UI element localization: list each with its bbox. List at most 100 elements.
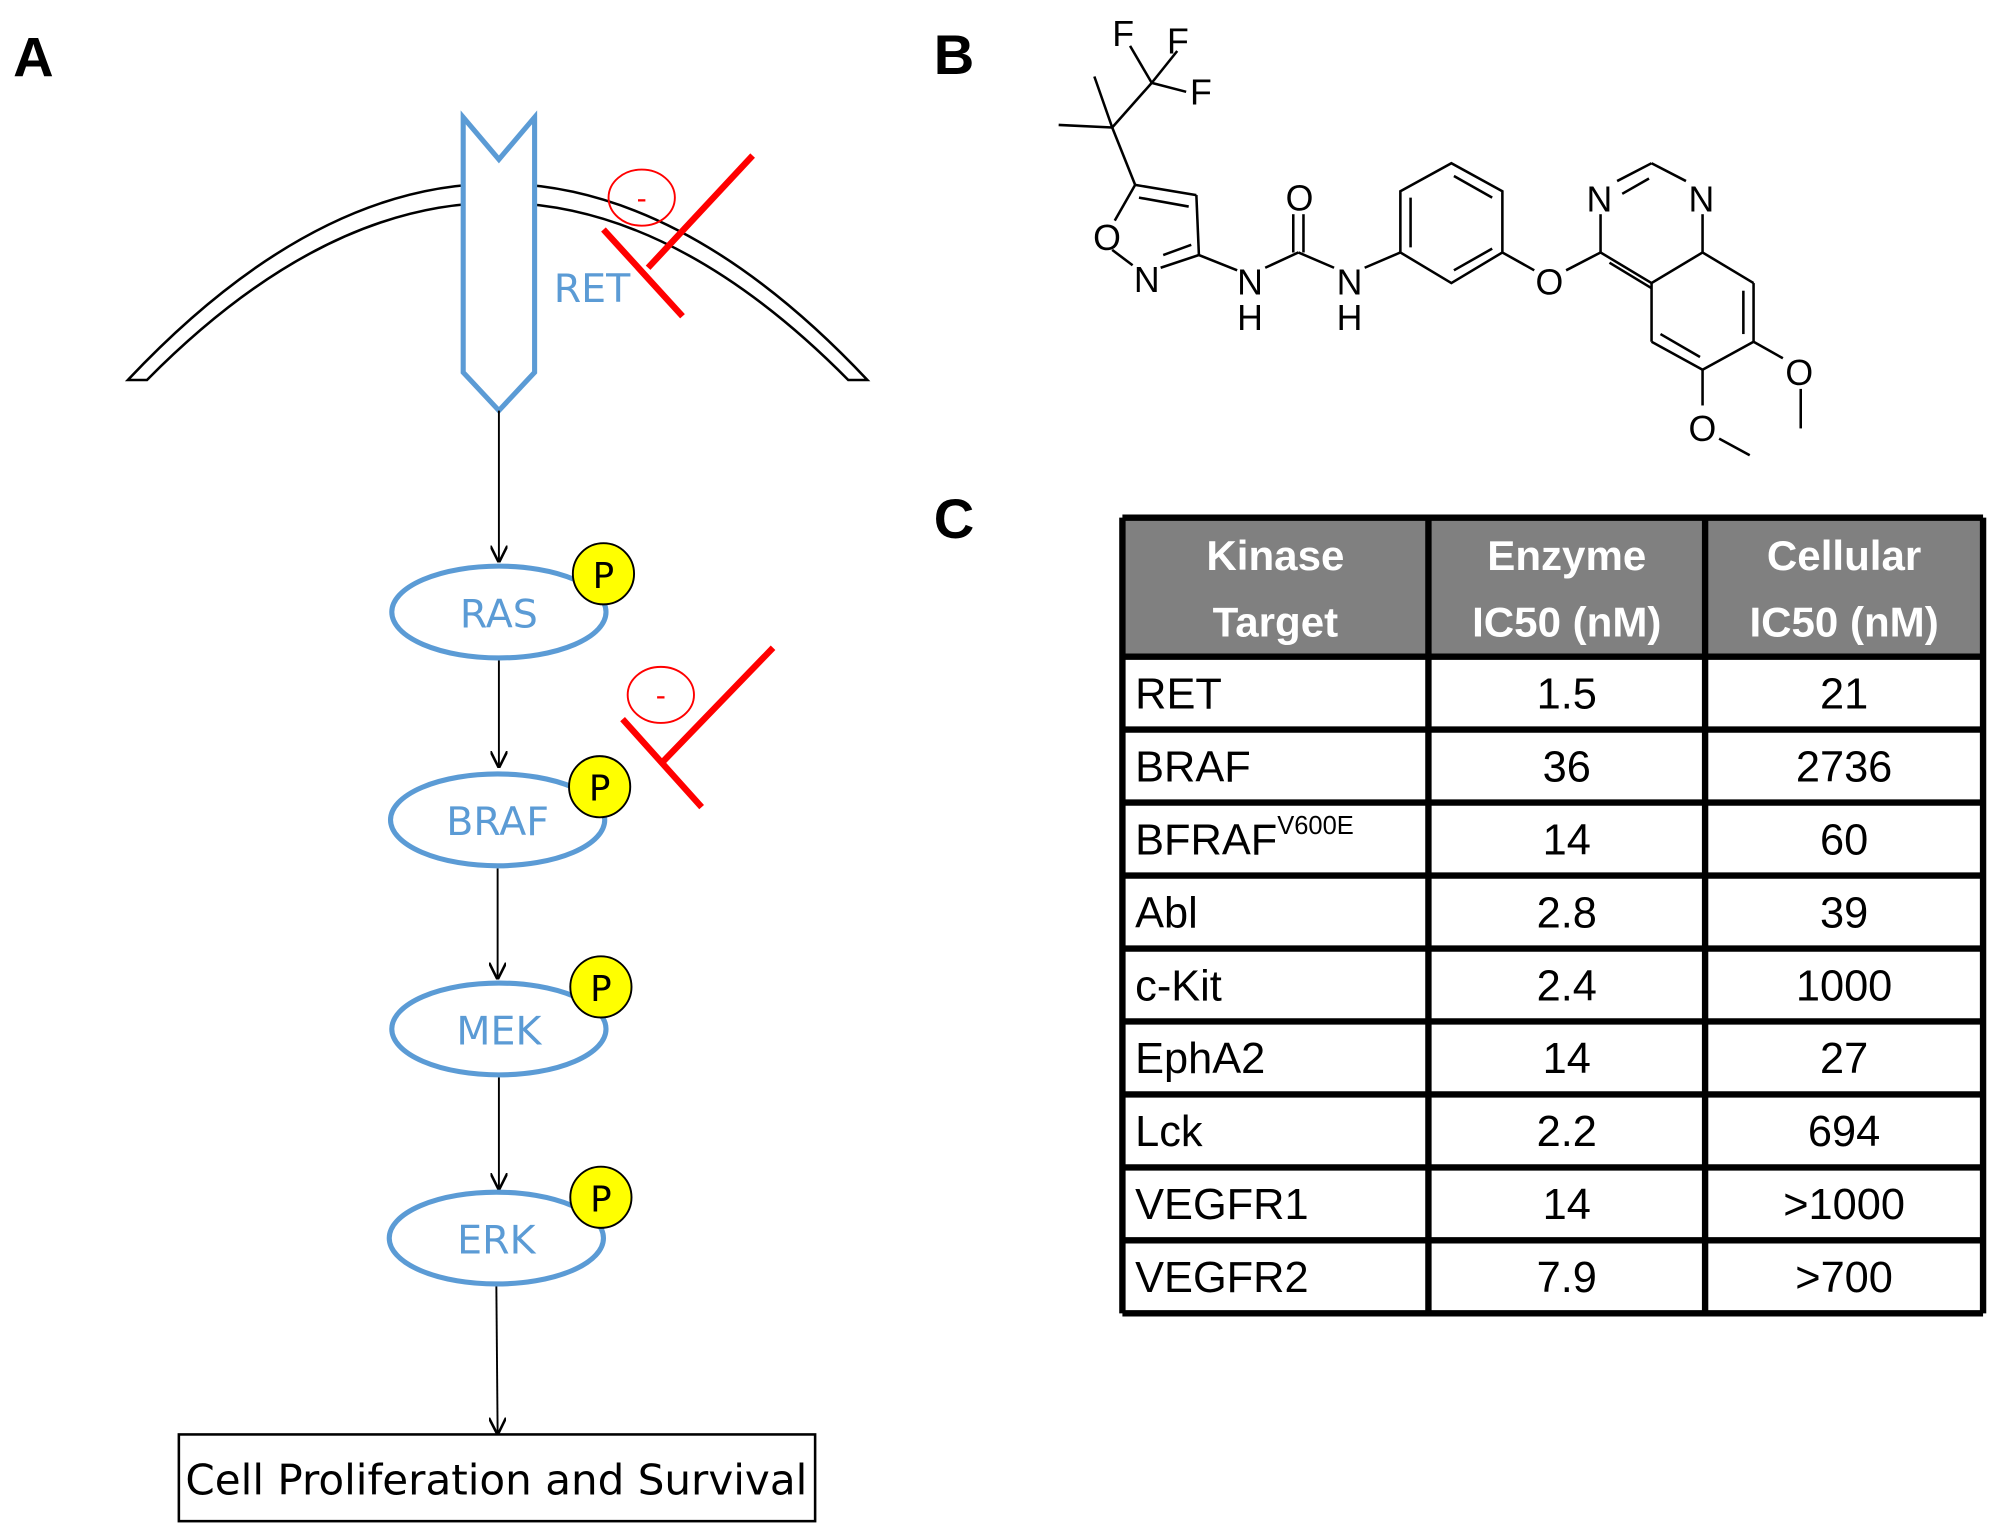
table-row: Lck 2.2 694: [1135, 1108, 1880, 1156]
ret-receptor: [460, 110, 538, 415]
atom-label: O: [1785, 353, 1813, 393]
target-superscript: V600E: [1277, 812, 1354, 840]
target-name: VEGFR2: [1135, 1254, 1308, 1302]
node-mek: MEK P: [389, 955, 633, 1078]
cell-target: Abl: [1135, 889, 1198, 937]
node-label: RAS: [460, 591, 538, 637]
cell-cellular: 21: [1820, 670, 1868, 718]
phospho-label: P: [590, 1179, 612, 1220]
phospho-icon: [568, 755, 632, 819]
table-row: EphA2 14 27: [1135, 1035, 1868, 1083]
target-name: VEGFR1: [1135, 1181, 1308, 1229]
cell-target: c-Kit: [1135, 962, 1222, 1010]
cell-target: RET: [1135, 670, 1222, 718]
node-ras: RAS P: [389, 542, 636, 661]
atom-label: N: [1237, 263, 1263, 303]
cell-cellular: >700: [1795, 1254, 1893, 1302]
cell-cellular: >1000: [1783, 1181, 1905, 1229]
receptor-label: RET: [554, 266, 631, 312]
atom-label: H: [1337, 298, 1363, 338]
atom-label: N: [1689, 180, 1715, 220]
cell-cellular: 694: [1808, 1108, 1880, 1156]
atom-label: F: [1190, 73, 1212, 113]
outcome-box: [177, 1433, 817, 1523]
cell-target: BFRAFV600E: [1135, 812, 1354, 864]
cell-cellular: 60: [1820, 816, 1868, 864]
arrows: [496, 410, 499, 1434]
atom-label: O: [1286, 178, 1314, 218]
cell-enzyme: 14: [1543, 816, 1591, 864]
phospho-label: P: [589, 769, 611, 810]
cell-cellular: 2736: [1796, 743, 1892, 791]
pathway-diagram: RET - - RAS P BRAF: [124, 110, 871, 1523]
table-row: VEGFR1 14 >1000: [1135, 1181, 1905, 1229]
cell-target: BRAF: [1135, 743, 1251, 791]
target-name: c-Kit: [1135, 962, 1222, 1010]
outcome-label: Cell Proliferation and Survival: [185, 1455, 807, 1504]
atom-label: O: [1536, 263, 1564, 303]
node-label: MEK: [456, 1008, 542, 1054]
phospho-label: P: [593, 556, 615, 597]
cell-cellular: 1000: [1796, 962, 1892, 1010]
cell-cellular: 27: [1820, 1035, 1868, 1083]
table-row: BRAF 36 2736: [1135, 743, 1892, 791]
atom-label: N: [1134, 260, 1160, 300]
cell-enzyme: 1.5: [1537, 670, 1597, 718]
table-header-bg: [1122, 517, 1984, 657]
cell-enzyme: 2.4: [1537, 962, 1597, 1010]
inhibitor-ret: -: [601, 153, 755, 319]
atom-label: F: [1167, 22, 1189, 62]
node-label: ERK: [457, 1217, 536, 1263]
column-header: Kinase: [1206, 532, 1344, 579]
column-header: Enzyme: [1487, 532, 1646, 579]
target-name: Lck: [1135, 1108, 1203, 1156]
column-header: IC50 (nM): [1472, 598, 1661, 645]
target-name: Abl: [1135, 889, 1198, 937]
chemical-structure: [1058, 45, 1803, 457]
atom-label: O: [1093, 218, 1121, 258]
cell-enzyme: 36: [1543, 743, 1591, 791]
cell-target: VEGFR1: [1135, 1181, 1308, 1229]
cell-cellular: 39: [1820, 889, 1868, 937]
column-header: Target: [1213, 598, 1338, 645]
cell-target: Lck: [1135, 1108, 1203, 1156]
phospho-icon: [569, 955, 633, 1019]
column-header: IC50 (nM): [1749, 598, 1938, 645]
atom-labels: F F F O N N H O N H O N N O O: [1093, 14, 1813, 449]
atom-label: N: [1587, 180, 1613, 220]
target-name: BRAF: [1135, 743, 1251, 791]
target-name: RET: [1135, 670, 1222, 718]
cell-enzyme: 14: [1543, 1181, 1591, 1229]
table-row: c-Kit 2.4 1000: [1135, 962, 1892, 1010]
node-braf: BRAF P: [387, 755, 632, 869]
phospho-label: P: [590, 969, 612, 1010]
phospho-icon: [569, 1165, 633, 1229]
phospho-icon: [571, 542, 636, 606]
table-grid: [1119, 514, 1987, 1317]
target-name: EphA2: [1135, 1035, 1265, 1083]
inhibit-sign: -: [637, 182, 647, 215]
panel-label-a: A: [13, 26, 54, 89]
column-header: Cellular: [1767, 532, 1921, 579]
node-label: BRAF: [446, 799, 549, 845]
table-row: RET 1.5 21: [1135, 670, 1868, 718]
cell-enzyme: 2.2: [1537, 1108, 1597, 1156]
node-erk: ERK P: [386, 1165, 633, 1287]
table-row: BFRAFV600E 14 60: [1135, 812, 1868, 864]
atom-label: F: [1112, 14, 1134, 54]
inhibitor-braf: -: [620, 645, 776, 810]
atom-label: O: [1689, 409, 1717, 449]
atom-label: N: [1337, 263, 1363, 303]
arrow: [496, 1286, 497, 1434]
panel-label-b: B: [934, 23, 975, 86]
cell-target: EphA2: [1135, 1035, 1265, 1083]
cell-target: VEGFR2: [1135, 1254, 1308, 1302]
panel-label-c: C: [934, 487, 975, 550]
cell-enzyme: 14: [1543, 1035, 1591, 1083]
target-name: BFRAF: [1135, 816, 1277, 864]
